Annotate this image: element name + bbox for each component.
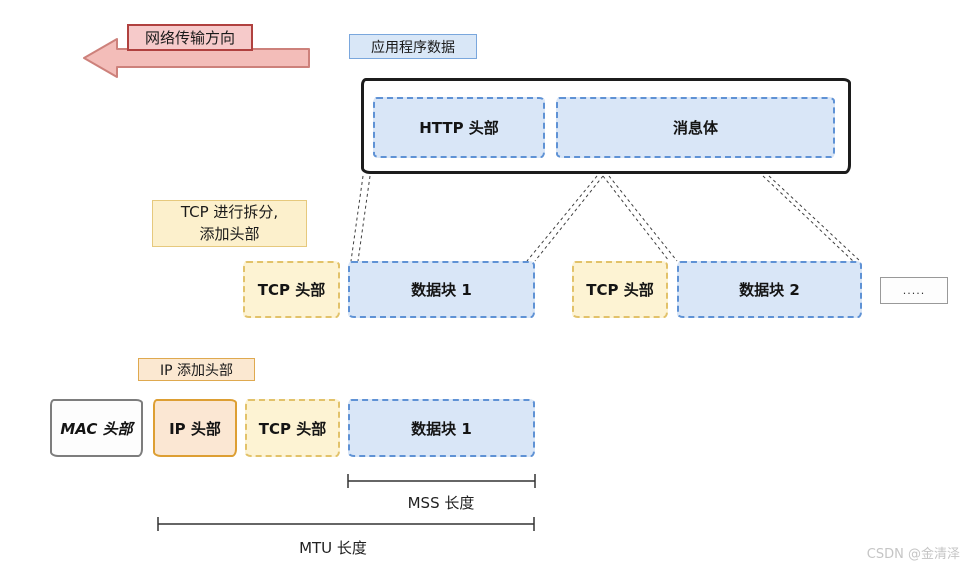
more-segments-box: ..... xyxy=(880,277,948,304)
tcp-header-box-1: TCP 头部 xyxy=(243,261,340,318)
tcp-header-box-3: TCP 头部 xyxy=(245,399,340,457)
tcp-split-note-line1: TCP 进行拆分, xyxy=(180,202,279,221)
tcp-split-note: TCP 进行拆分, 添加头部 xyxy=(152,200,307,247)
tcp-split-note-line2: 添加头部 xyxy=(199,224,260,243)
ip-header-box: IP 头部 xyxy=(153,399,237,457)
application-data-label: 应用程序数据 xyxy=(349,34,477,59)
watermark: CSDN @金清泽 xyxy=(866,547,960,562)
transmission-direction-label: 网络传输方向 xyxy=(127,24,253,51)
tcp-header-box-2: TCP 头部 xyxy=(572,261,668,318)
data-block-2-box: 数据块 2 xyxy=(677,261,862,318)
message-body-box: 消息体 xyxy=(556,97,835,158)
data-block-1-box: 数据块 1 xyxy=(348,261,535,318)
mac-header-box: MAC 头部 xyxy=(50,399,143,457)
data-block-frame-box: 数据块 1 xyxy=(348,399,535,457)
split-connector-lines xyxy=(350,175,861,262)
ip-add-header-note: IP 添加头部 xyxy=(138,358,255,381)
mss-length-label: MSS 长度 xyxy=(407,494,475,512)
mss-measure-line xyxy=(347,474,536,488)
mtu-measure-line xyxy=(157,517,535,531)
mtu-length-label: MTU 长度 xyxy=(299,539,367,557)
http-header-box: HTTP 头部 xyxy=(373,97,545,158)
